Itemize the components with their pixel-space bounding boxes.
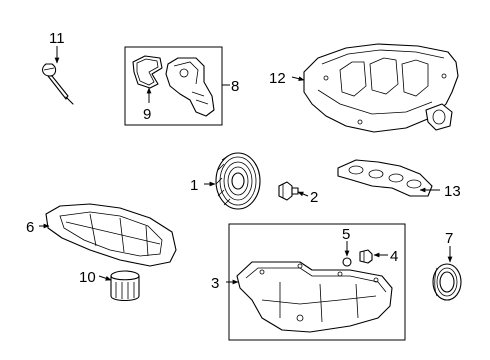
callout-4: 4 [390, 248, 398, 265]
part-10-oil-filter [110, 270, 140, 302]
part-1-crankshaft-pulley [215, 152, 261, 210]
part-3-oil-pan [236, 261, 393, 333]
callout-2: 2 [310, 189, 318, 206]
callout-6: 6 [26, 219, 34, 236]
callout-11: 11 [49, 30, 65, 47]
part-6-oil-pan-baffle [45, 203, 177, 267]
callout-3: 3 [211, 275, 219, 292]
part-8-oil-filter-housing [165, 57, 215, 117]
leader-12 [291, 76, 305, 82]
part-7-oil-seal [432, 263, 462, 301]
callout-10: 10 [79, 269, 96, 286]
part-2-pulley-bolt [278, 181, 299, 201]
part-12-intake-manifold [303, 43, 459, 133]
callout-1: 1 [190, 177, 198, 194]
callout-8: 8 [231, 78, 239, 95]
leader-10 [98, 275, 112, 281]
callout-7: 7 [445, 230, 453, 247]
callout-9: 9 [143, 106, 151, 123]
part-11-dipstick [41, 63, 74, 105]
leader-2 [297, 191, 309, 197]
part-5-drain-washer [342, 257, 352, 267]
part-4-drain-bolt [359, 249, 373, 264]
group-frame-8-9 [124, 46, 223, 126]
callout-12: 12 [269, 70, 286, 87]
part-13-manifold-gasket [337, 159, 433, 197]
part-9-gasket [132, 55, 163, 89]
callout-13: 13 [444, 183, 461, 200]
callout-5: 5 [342, 226, 350, 243]
